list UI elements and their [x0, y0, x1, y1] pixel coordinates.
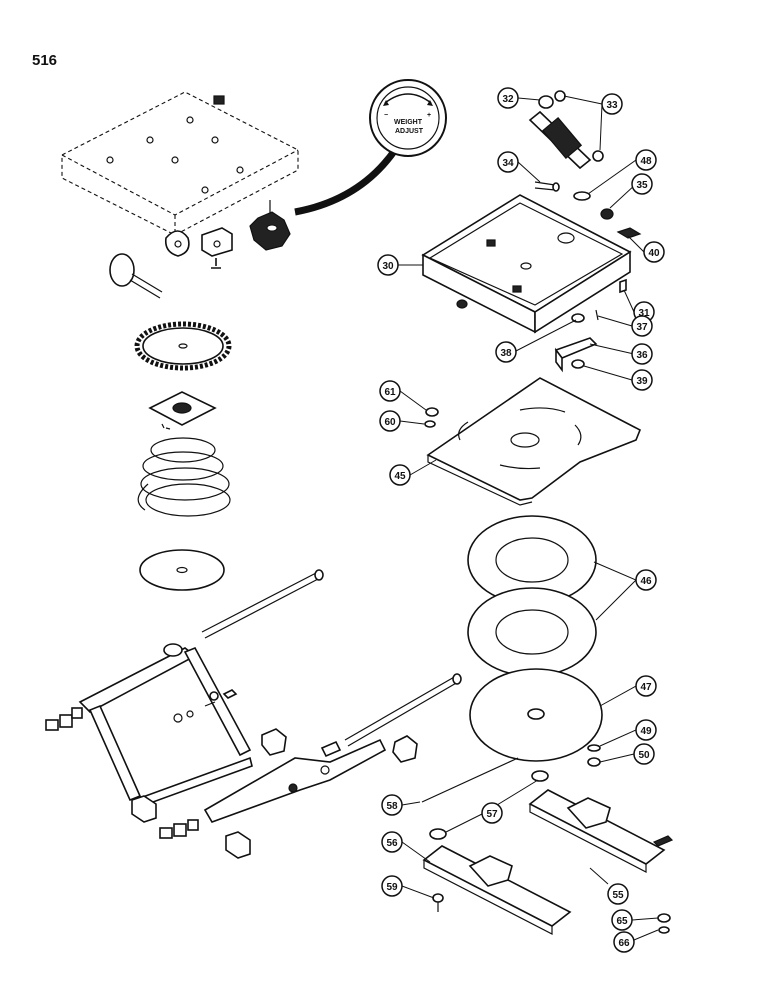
washer-66 — [658, 926, 670, 934]
dial-minus-label: − — [384, 112, 388, 119]
svg-text:47: 47 — [640, 682, 652, 693]
adjusting-bolt — [109, 253, 163, 299]
callout-36: 36 — [631, 343, 653, 365]
mounting-bracket — [201, 227, 233, 269]
pin-48 — [573, 191, 591, 201]
long-rod-lower — [261, 673, 462, 763]
callout-56: 56 — [381, 831, 403, 853]
svg-text:31: 31 — [638, 308, 650, 319]
scissor-frame — [78, 643, 253, 808]
callout-61: 61 — [379, 380, 401, 402]
bearing-plate — [469, 668, 603, 762]
callout-49: 49 — [635, 719, 657, 741]
svg-text:32: 32 — [502, 94, 514, 105]
callout-32: 32 — [497, 87, 519, 109]
svg-text:38: 38 — [500, 348, 512, 359]
spring-retainer-plate — [148, 391, 217, 430]
callout-39: 39 — [631, 369, 653, 391]
link-rod-58 — [421, 757, 519, 803]
callout-55: 55 — [607, 883, 629, 905]
callout-65: 65 — [611, 909, 633, 931]
lower-arm — [203, 738, 387, 823]
long-rod-upper — [201, 569, 324, 639]
dial-weight-label: WEIGHT — [394, 119, 423, 126]
callout-60: 60 — [379, 410, 401, 432]
svg-text:46: 46 — [640, 576, 652, 587]
washer-49 — [587, 744, 601, 752]
svg-text:48: 48 — [640, 156, 652, 167]
svg-text:39: 39 — [636, 376, 648, 387]
svg-text:36: 36 — [636, 350, 648, 361]
nut-50 — [587, 757, 601, 767]
latch-lever — [554, 309, 599, 373]
nut-61 — [425, 407, 439, 417]
callout-33: 33 — [601, 93, 623, 115]
seat-frame-phantom — [61, 91, 299, 257]
callout-40: 40 — [643, 241, 665, 263]
callout-48: 48 — [635, 149, 657, 171]
nut-65 — [657, 913, 671, 923]
seat-pan — [421, 194, 632, 334]
weight-adjust-dial — [369, 79, 447, 157]
callout-46: 46 — [635, 569, 657, 591]
svg-text:58: 58 — [386, 801, 398, 812]
callout-35: 35 — [631, 173, 653, 195]
adjustment-knob — [249, 200, 291, 251]
swivel-plate — [426, 377, 642, 506]
shock-absorber — [528, 90, 604, 170]
callout-30: 30 — [377, 254, 399, 276]
svg-text:45: 45 — [394, 471, 406, 482]
svg-text:60: 60 — [384, 417, 396, 428]
svg-text:66: 66 — [618, 938, 630, 949]
callout-58: 58 — [381, 794, 403, 816]
callout-47: 47 — [635, 675, 657, 697]
pin-31 — [619, 278, 627, 294]
pad-40 — [616, 227, 642, 239]
svg-text:56: 56 — [386, 838, 398, 849]
slide-rail-56 — [422, 845, 572, 935]
svg-text:34: 34 — [502, 158, 514, 169]
svg-text:49: 49 — [640, 726, 652, 737]
svg-text:35: 35 — [636, 180, 648, 191]
svg-text:50: 50 — [638, 750, 650, 761]
spring-disc — [139, 549, 225, 591]
cap-57-upper — [531, 770, 549, 782]
dial-reference-arrow — [294, 147, 398, 216]
suspension-spring — [137, 437, 231, 517]
svg-text:55: 55 — [612, 890, 624, 901]
callout-37: 37 — [631, 315, 653, 337]
svg-text:37: 37 — [636, 322, 648, 333]
svg-text:65: 65 — [616, 916, 628, 927]
callout-45: 45 — [389, 464, 411, 486]
callout-59: 59 — [381, 875, 403, 897]
bolt-34 — [534, 181, 560, 192]
callout-34: 34 — [497, 151, 519, 173]
svg-text:61: 61 — [384, 387, 396, 398]
slide-blocks — [131, 795, 251, 859]
svg-text:33: 33 — [606, 100, 618, 111]
sprocket — [134, 321, 232, 371]
slide-rail-55 — [528, 789, 674, 873]
page-number: 516 — [32, 52, 58, 69]
screw-59 — [432, 893, 444, 912]
svg-text:30: 30 — [382, 261, 394, 272]
dial-plus-label: + — [427, 112, 431, 119]
left-fasteners — [45, 689, 238, 731]
callout-66: 66 — [613, 931, 635, 953]
callout-38: 38 — [495, 341, 517, 363]
svg-text:59: 59 — [386, 882, 398, 893]
dial-adjust-label: ADJUST — [395, 128, 424, 135]
callout-57: 57 — [481, 802, 503, 824]
washer-60 — [424, 420, 436, 428]
cap-57-lower — [429, 828, 447, 840]
leader-lines — [398, 95, 659, 941]
nut-35 — [600, 208, 614, 220]
svg-text:40: 40 — [648, 248, 660, 259]
svg-text:57: 57 — [486, 809, 498, 820]
callout-50: 50 — [633, 743, 655, 765]
bearing-rings — [467, 515, 597, 677]
